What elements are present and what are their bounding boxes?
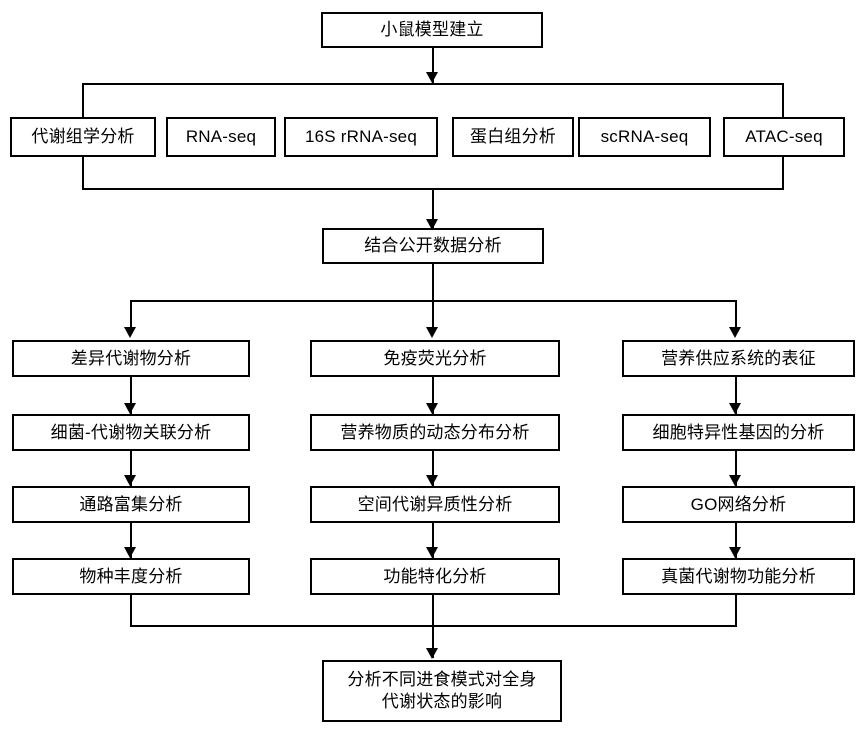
arrowhead-left-3-4	[124, 547, 136, 558]
arrowhead-bus-to-integration	[426, 219, 438, 230]
node-omics-proteomics[interactable]: 蛋白组分析	[452, 117, 574, 157]
node-right-step-4[interactable]: 真菌代谢物功能分析	[622, 558, 855, 595]
arrowhead-left-1-2	[124, 403, 136, 414]
bus-split-columns-center-drop	[432, 300, 434, 330]
connector-middle-3-4	[432, 523, 434, 558]
bus-merge-omics-left-riser	[82, 157, 84, 190]
node-omics-rna-seq[interactable]: RNA-seq	[166, 117, 276, 157]
node-right-step-3[interactable]: GO网络分析	[622, 486, 855, 523]
node-right-step-1[interactable]: 营养供应系统的表征	[622, 340, 855, 377]
node-left-step-1[interactable]: 差异代谢物分析	[12, 340, 250, 377]
node-left-step-2[interactable]: 细菌-代谢物关联分析	[12, 414, 250, 451]
arrowhead-left-2-3	[124, 475, 136, 486]
connector-left-2-3	[130, 451, 132, 486]
connector-top-to-bus	[432, 48, 434, 83]
connector-right-3-4	[735, 523, 737, 558]
node-left-step-4[interactable]: 物种丰度分析	[12, 558, 250, 595]
arrowhead-middle-1-2	[426, 403, 438, 414]
arrowhead-right-1-2	[729, 403, 741, 414]
conclusion-line-2: 代谢状态的影响	[381, 692, 503, 711]
bus-merge-columns-right-riser	[735, 595, 737, 627]
node-omics-scrna-seq[interactable]: scRNA-seq	[578, 117, 711, 157]
connector-right-2-3	[735, 451, 737, 486]
node-public-data-integration[interactable]: 结合公开数据分析	[322, 228, 544, 264]
arrowhead-middle-3-4	[426, 547, 438, 558]
bus-split-columns-left-drop	[130, 300, 132, 330]
node-omics-metabolomics[interactable]: 代谢组学分析	[10, 117, 156, 157]
bus-split-omics-right-drop	[782, 83, 784, 117]
node-omics-atac-seq[interactable]: ATAC-seq	[723, 117, 845, 157]
bus-merge-omics-right-riser	[782, 157, 784, 190]
connector-left-1-2	[130, 377, 132, 414]
connector-right-1-2	[735, 377, 737, 414]
node-middle-step-2[interactable]: 营养物质的动态分布分析	[310, 414, 560, 451]
node-mouse-model[interactable]: 小鼠模型建立	[321, 12, 543, 48]
node-middle-step-4[interactable]: 功能特化分析	[310, 558, 560, 595]
connector-left-3-4	[130, 523, 132, 558]
bus-split-omics-left-drop	[82, 83, 84, 117]
arrowhead-split-right	[729, 327, 741, 338]
arrowhead-top-to-bus	[426, 72, 438, 83]
connector-bus-to-conclusion	[432, 595, 434, 658]
connector-middle-1-2	[432, 377, 434, 414]
node-right-step-2[interactable]: 细胞特异性基因的分析	[622, 414, 855, 451]
node-left-step-3[interactable]: 通路富集分析	[12, 486, 250, 523]
arrowhead-right-2-3	[729, 475, 741, 486]
bus-split-columns-right-drop	[735, 300, 737, 330]
connector-integration-to-split	[432, 264, 434, 300]
node-middle-step-3[interactable]: 空间代谢异质性分析	[310, 486, 560, 523]
node-conclusion[interactable]: 分析不同进食模式对全身 代谢状态的影响	[322, 660, 562, 722]
connector-bus-to-integration	[432, 188, 434, 230]
conclusion-line-1: 分析不同进食模式对全身	[347, 669, 537, 689]
arrowhead-right-3-4	[729, 547, 741, 558]
arrowhead-middle-2-3	[426, 475, 438, 486]
node-omics-16s-rrna-seq[interactable]: 16S rRNA-seq	[284, 117, 438, 157]
arrowhead-bus-to-conclusion	[426, 648, 438, 659]
arrowhead-split-left	[124, 327, 136, 338]
connector-middle-2-3	[432, 451, 434, 486]
bus-merge-columns-left-riser	[130, 595, 132, 627]
node-middle-step-1[interactable]: 免疫荧光分析	[310, 340, 560, 377]
bus-split-omics	[82, 83, 782, 85]
arrowhead-split-center	[426, 327, 438, 338]
